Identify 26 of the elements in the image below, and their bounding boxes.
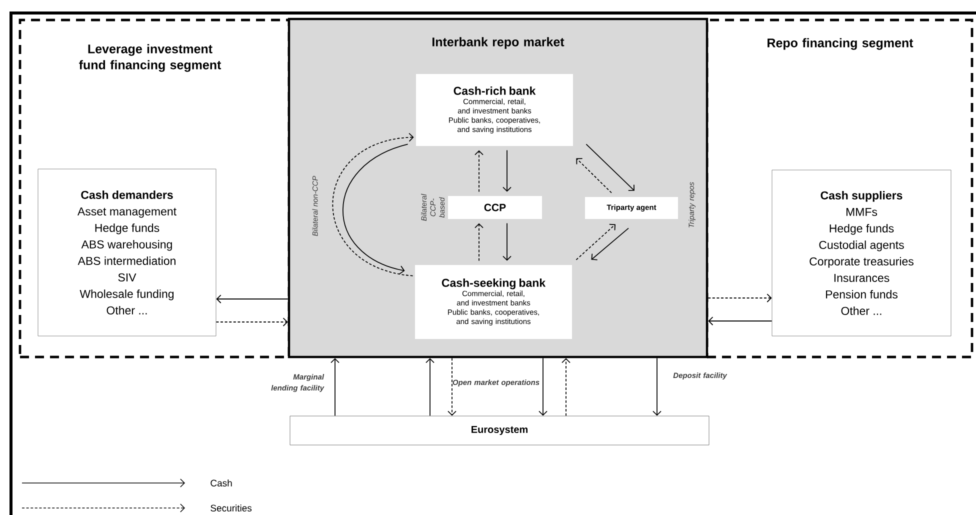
legend-text: Cash — [210, 480, 232, 486]
arrow — [474, 223, 484, 262]
arrow — [502, 222, 512, 261]
arrow — [426, 358, 434, 416]
arrow — [332, 132, 414, 276]
eurosystem-box: Eurosystem — [290, 416, 710, 446]
legend-text: Securities — [210, 504, 252, 512]
arrow — [342, 144, 408, 274]
arrow — [708, 294, 772, 302]
arrow — [216, 294, 288, 304]
ccp-box: CCP — [448, 196, 542, 219]
arrow — [502, 150, 512, 192]
arrow — [586, 144, 634, 191]
arrow — [538, 358, 548, 416]
arrow — [591, 228, 629, 260]
arrow — [708, 316, 772, 326]
arrow — [576, 158, 612, 194]
participant-box: Cash suppliers MMFs Hedge funds Custodial agents Corporate treasuries Insurances Pension funds Other ... — [772, 170, 952, 336]
arrow — [330, 358, 340, 416]
arrow — [216, 318, 288, 326]
arrow — [576, 224, 616, 260]
participant-box: Cash demanders Asset management Hedge funds ABS warehousing ABS intermediation SIV Wholesale funding Other ... — [38, 168, 216, 336]
arrow — [474, 150, 484, 192]
arrow — [652, 358, 662, 416]
arrow — [448, 358, 456, 416]
arrow — [562, 358, 570, 416]
